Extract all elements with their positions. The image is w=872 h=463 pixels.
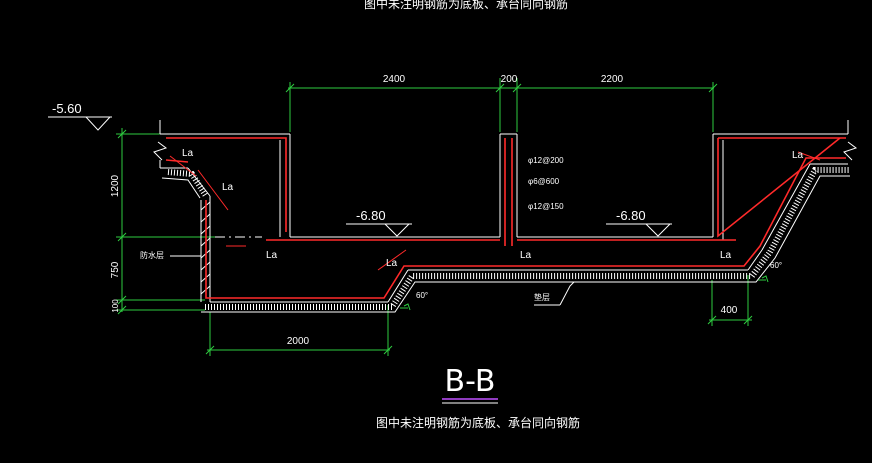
bottom-left-dimension bbox=[205, 305, 393, 356]
angle-marks bbox=[400, 275, 769, 311]
level-mark-mid-left bbox=[346, 223, 412, 237]
angle-label-left: 60° bbox=[416, 291, 428, 300]
rebar-label-3: φ12@150 bbox=[528, 202, 564, 211]
bottom-right-dimension bbox=[707, 275, 753, 326]
blinding-layer bbox=[161, 167, 850, 313]
anchor-label-2: La bbox=[222, 182, 234, 193]
header-note: 图中未注明钢筋为底板、承台同向钢筋 bbox=[364, 0, 568, 11]
rebar-lines bbox=[165, 137, 846, 299]
anchor-label-3: La bbox=[266, 250, 278, 261]
level-top-left: -5.60 bbox=[52, 101, 82, 116]
angle-label-right: 60° bbox=[770, 261, 782, 270]
anchor-label-1: La bbox=[182, 148, 194, 159]
bottom-tag-leader bbox=[559, 281, 575, 306]
dim-left-h2: 750 bbox=[110, 261, 121, 278]
anchor-label-7: La bbox=[792, 150, 804, 161]
level-mid-right: -6.80 bbox=[616, 208, 646, 223]
level-mark-mid-right bbox=[606, 223, 672, 237]
dim-top-mid: 200 bbox=[501, 74, 518, 85]
level-mark-top-left bbox=[48, 116, 112, 131]
dim-bottom-right: 400 bbox=[721, 305, 738, 316]
anchor-label-5: La bbox=[720, 250, 732, 261]
dim-top-left: 2400 bbox=[383, 74, 406, 85]
dim-bottom-left: 2000 bbox=[287, 336, 310, 347]
anchor-marks bbox=[169, 151, 821, 271]
top-dimensions bbox=[285, 78, 718, 132]
left-tag: 防水层 bbox=[140, 250, 164, 260]
dim-left-h3: 100 bbox=[111, 299, 120, 313]
section-title: B-B bbox=[445, 364, 496, 399]
level-mid-left: -6.80 bbox=[356, 208, 386, 223]
anchor-label-4: La bbox=[520, 250, 532, 261]
structure-outline bbox=[153, 120, 858, 303]
footer-note: 图中未注明钢筋为底板、承台同向钢筋 bbox=[376, 415, 580, 430]
rebar-label-2: φ6@600 bbox=[528, 177, 560, 186]
dim-left-h1: 1200 bbox=[110, 174, 121, 197]
bottom-tag: 垫层 bbox=[534, 292, 550, 302]
rebar-label-1: φ12@200 bbox=[528, 156, 564, 165]
anchor-label-6: La bbox=[386, 258, 398, 269]
dim-top-right: 2200 bbox=[601, 74, 624, 85]
left-dimensions bbox=[116, 128, 215, 315]
